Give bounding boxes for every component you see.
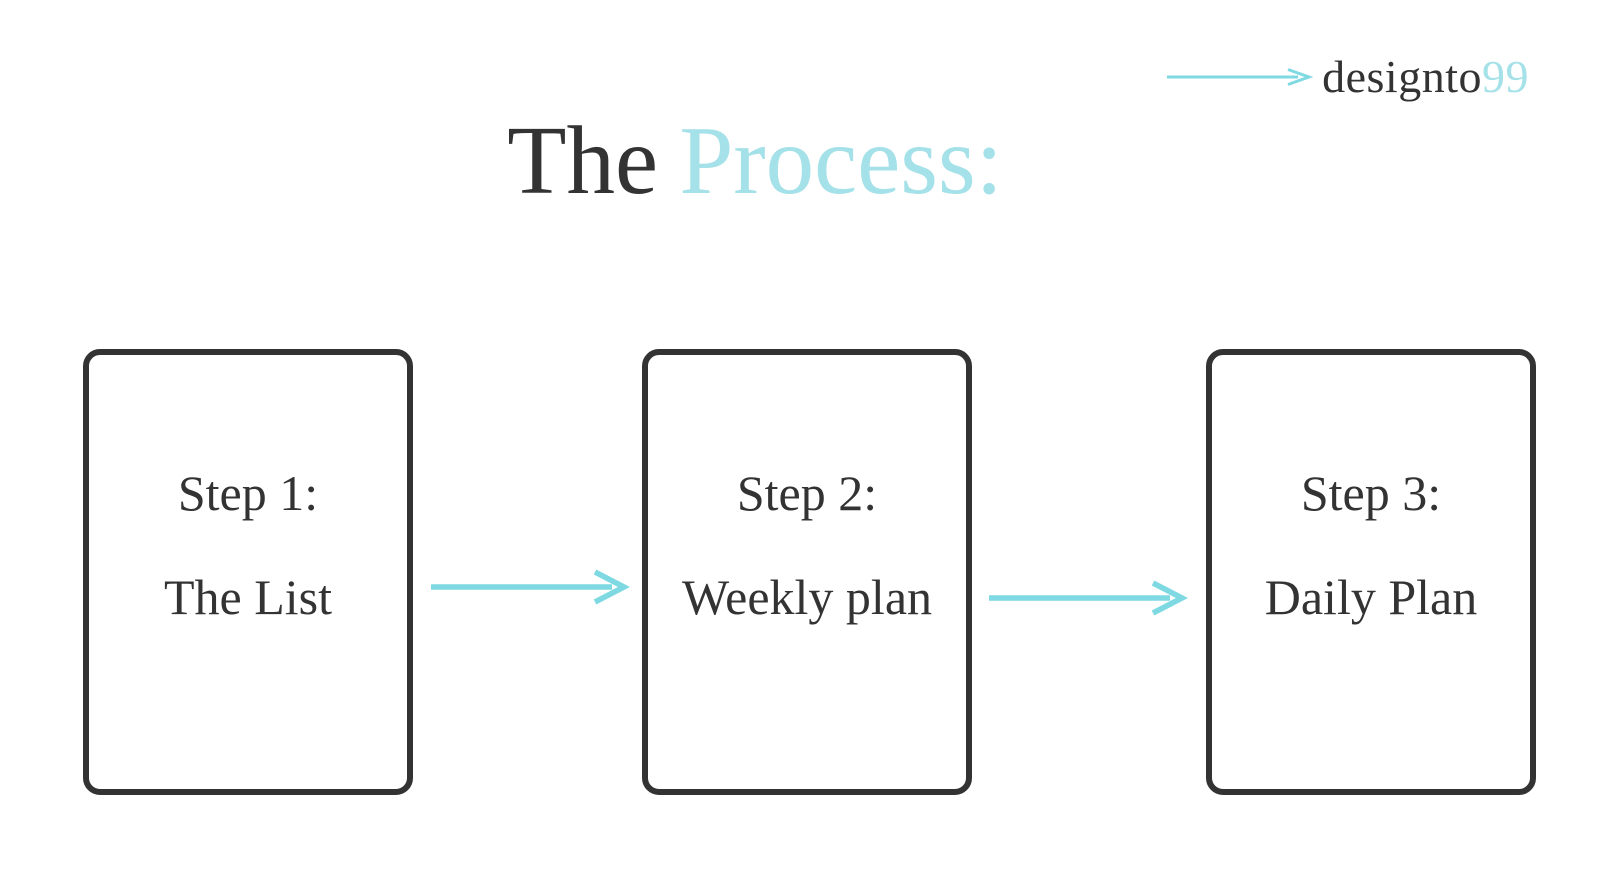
- connector-right-arrow-icon-1: [431, 569, 630, 605]
- logo-text: designto99: [1322, 54, 1529, 100]
- connector-right-arrow-icon-2: [989, 580, 1188, 616]
- step-2-label: Step 2:: [736, 465, 878, 521]
- logo-right-arrow-icon: [1167, 68, 1314, 86]
- step-1-label: Step 1:: [177, 465, 319, 521]
- logo-text-accent: 99: [1482, 51, 1529, 102]
- step-3-title: Daily Plan: [1264, 569, 1478, 625]
- step-3-label: Step 3:: [1300, 465, 1442, 521]
- title-word-accent: Process:: [679, 107, 1003, 214]
- step-card-2: Step 2: Weekly plan: [642, 349, 972, 795]
- title-word-dark: The: [507, 107, 659, 214]
- brand-logo: designto99: [1165, 54, 1529, 100]
- step-2-title: Weekly plan: [681, 569, 933, 625]
- step-1-title: The List: [163, 569, 333, 625]
- logo-text-dark: designto: [1322, 51, 1482, 102]
- step-card-3: Step 3: Daily Plan: [1206, 349, 1536, 795]
- step-card-1: Step 1: The List: [83, 349, 413, 795]
